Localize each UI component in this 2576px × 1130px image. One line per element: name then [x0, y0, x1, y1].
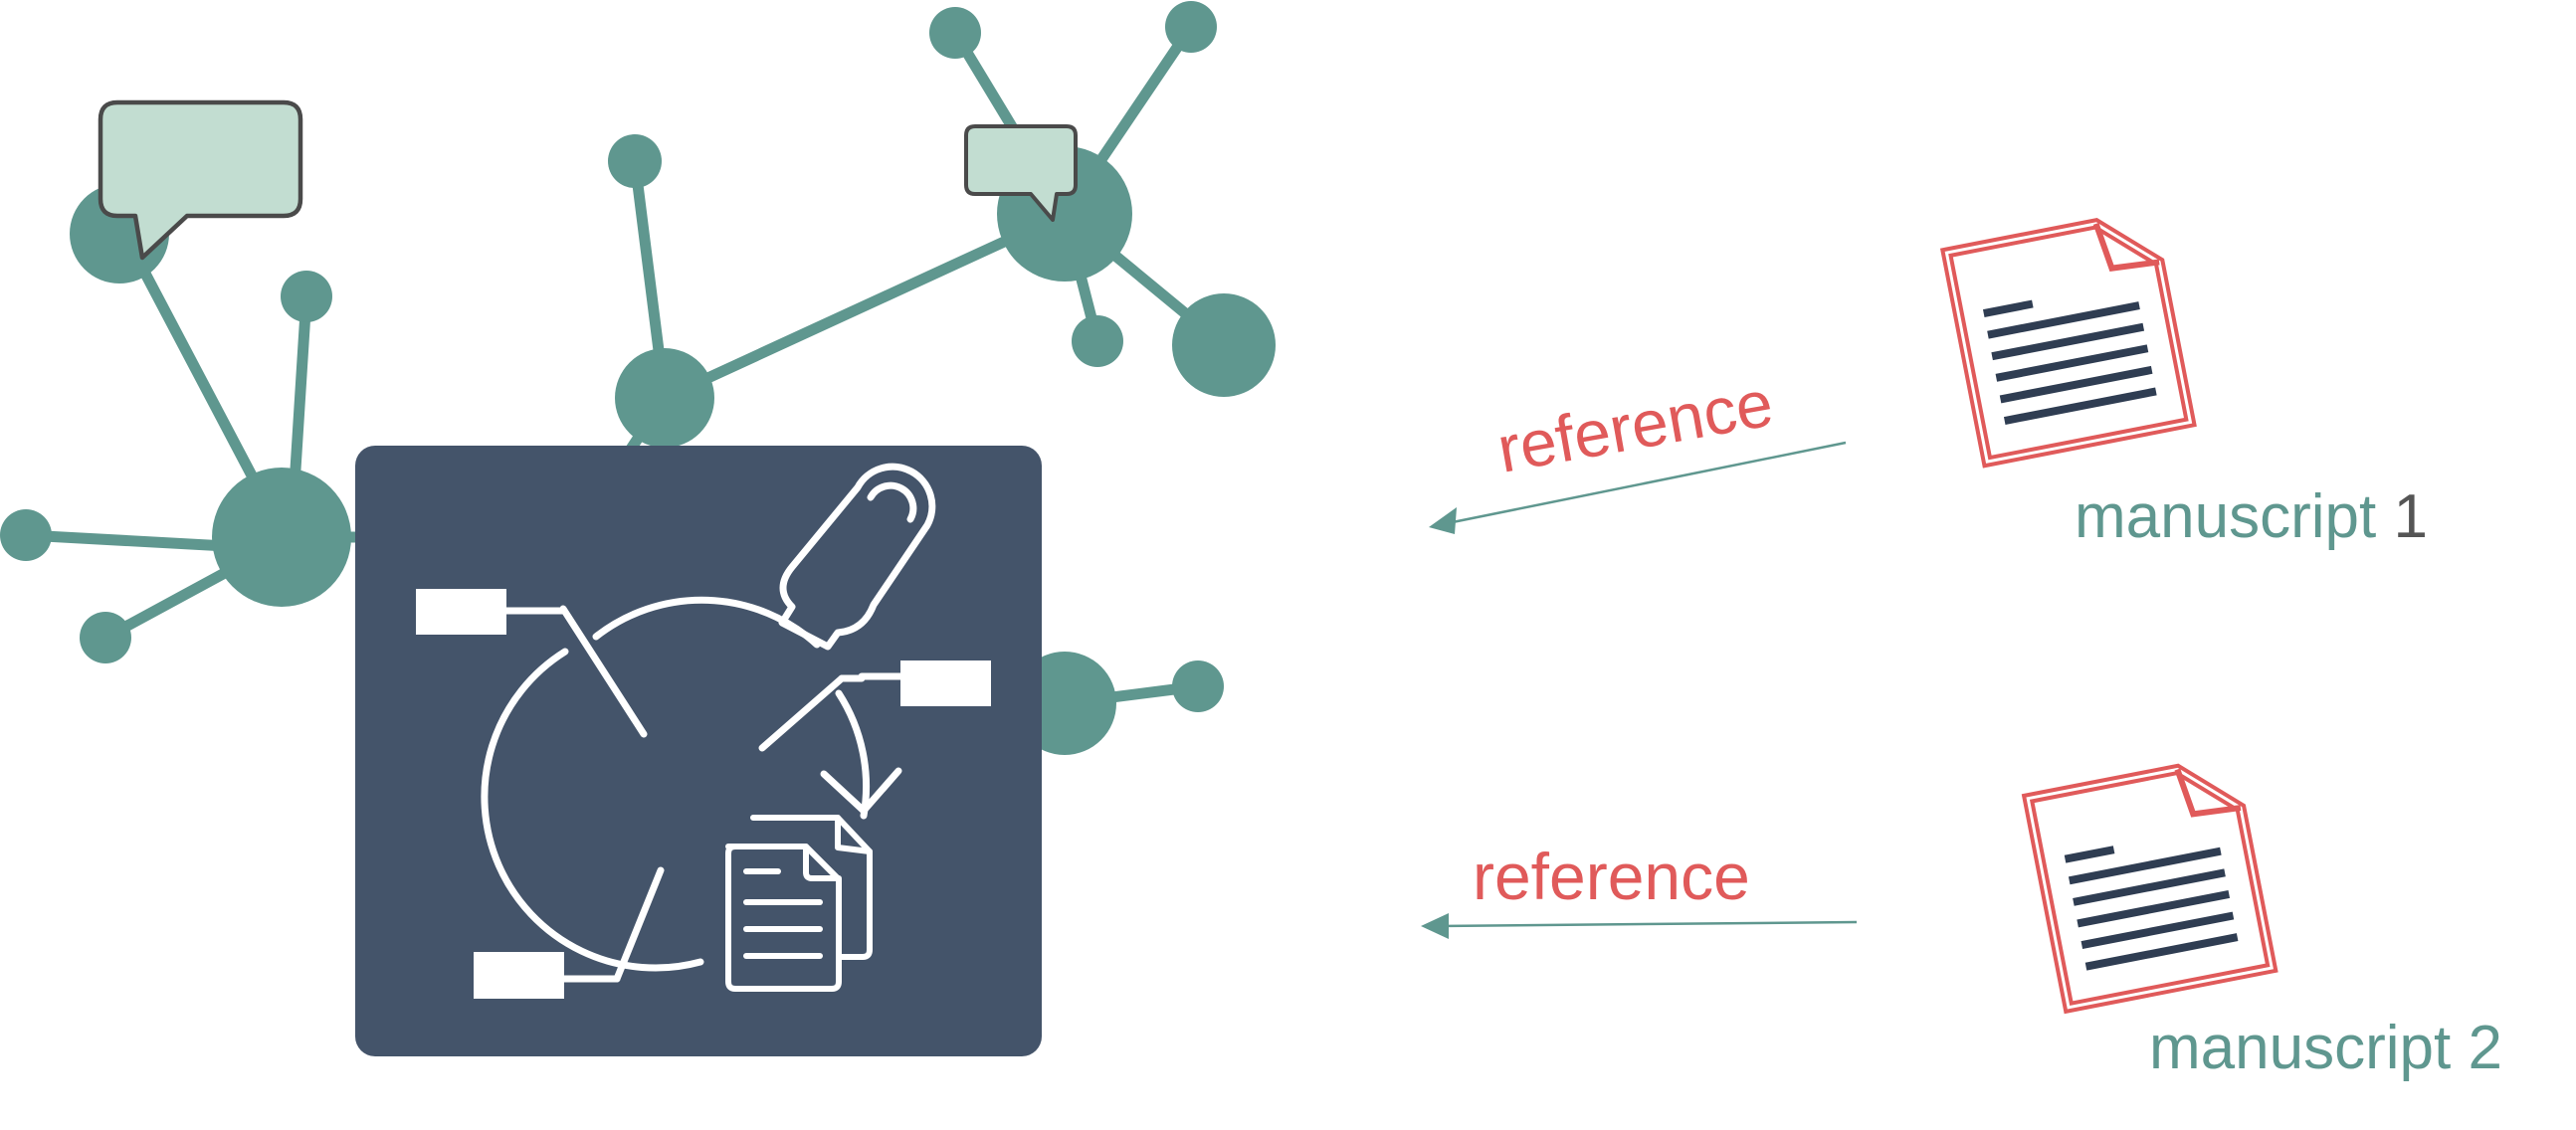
- box: [416, 589, 506, 635]
- node: [281, 271, 332, 322]
- document-icon: [1939, 218, 2197, 469]
- highlighter-icon: [778, 463, 936, 651]
- document-icon: [2021, 763, 2279, 1015]
- node: [1072, 315, 1123, 367]
- node: [0, 509, 52, 561]
- reference-arrow-2: [1421, 913, 1858, 939]
- reference-label-2: reference: [1473, 840, 1750, 913]
- speech-bubble-icon: [964, 124, 1078, 222]
- node: [1165, 1, 1217, 53]
- reference-arrow-1: [1429, 441, 1847, 534]
- reference-label-1: reference: [1492, 365, 1778, 485]
- node: [212, 468, 351, 607]
- node: [1172, 293, 1276, 397]
- node: [608, 134, 662, 188]
- documents-icon: [725, 815, 873, 992]
- node: [80, 612, 131, 663]
- edge: [659, 208, 1071, 404]
- connector-boxes: [416, 589, 991, 999]
- box: [474, 952, 564, 999]
- manuscript-1-prefix: manuscript: [2075, 482, 2393, 551]
- node: [615, 348, 714, 448]
- manuscript-1-label: manuscript 1: [2075, 482, 2428, 551]
- manuscript-2-label: manuscript 2: [2149, 1014, 2502, 1082]
- node: [1172, 660, 1224, 712]
- node: [929, 7, 981, 59]
- speech-bubble-icon: [98, 99, 303, 261]
- manuscript-1-number: 1: [2393, 482, 2427, 551]
- box: [900, 660, 991, 706]
